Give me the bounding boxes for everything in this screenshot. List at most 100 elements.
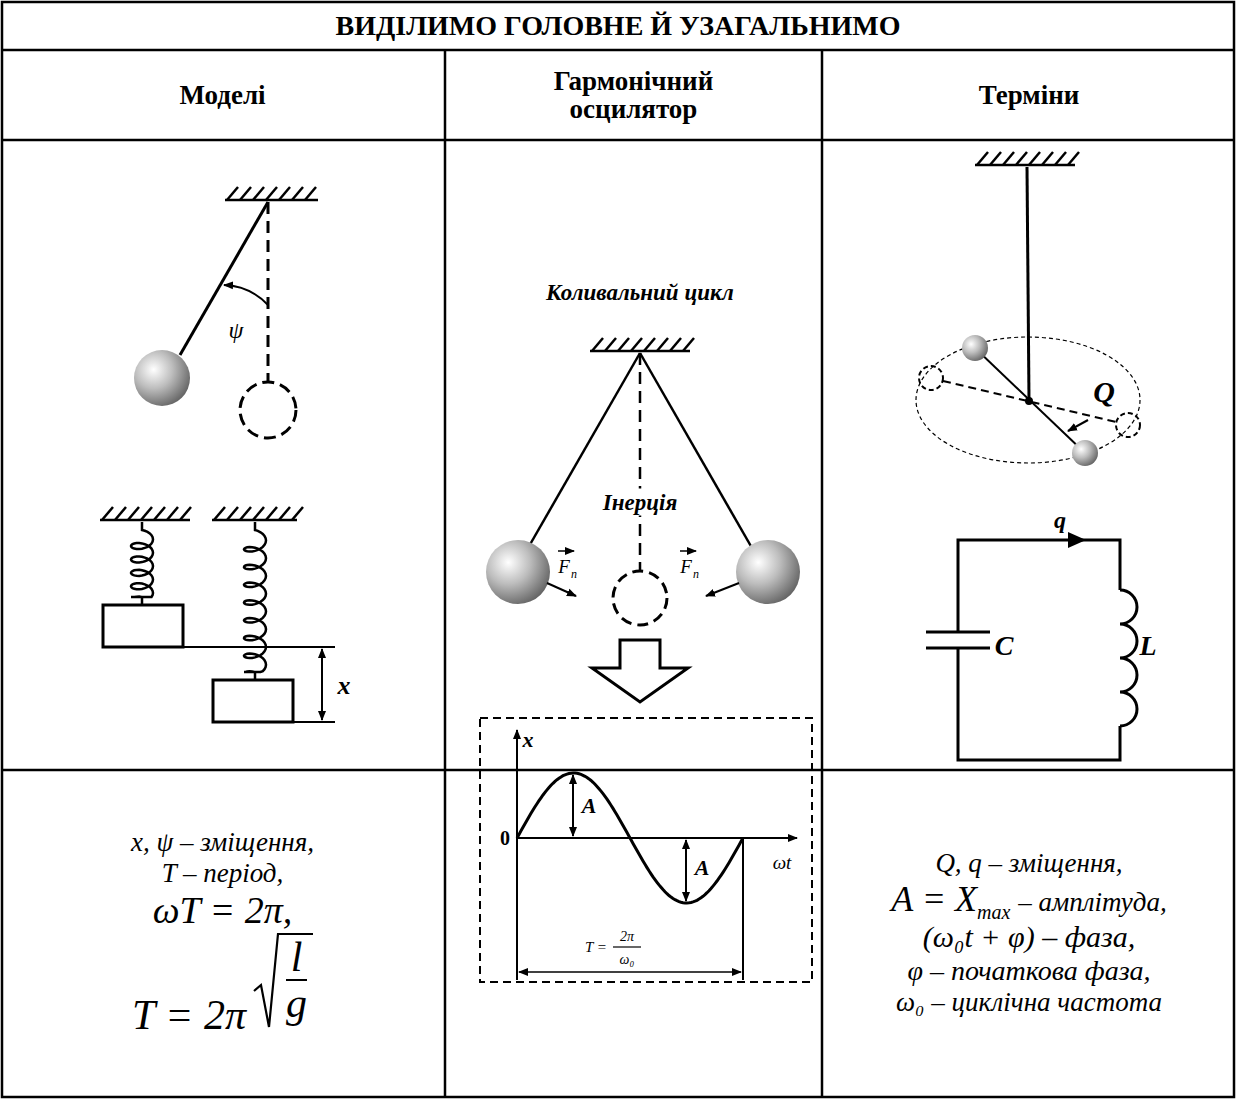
label-holder: Q <box>1093 377 1115 407</box>
drawing-label: x <box>523 727 534 752</box>
drawing-label: 0 <box>500 827 510 849</box>
sine-graph <box>480 718 812 982</box>
conical-pendulum <box>916 167 1140 466</box>
hatch-stroke <box>102 507 113 520</box>
drawing-label: ω₀ <box>620 952 635 967</box>
formula-text: A = X <box>891 879 977 920</box>
oscillation-cycle <box>486 353 800 702</box>
label-holder: x <box>523 729 534 751</box>
label-holder: T = <box>585 939 607 955</box>
hatch-stroke <box>1016 152 1027 165</box>
hatch-stroke <box>305 187 316 200</box>
hatch-stroke <box>154 507 165 520</box>
formula-line: A = Xmax– амплітуда, <box>891 879 1166 920</box>
drawing-label: ωt <box>773 852 792 873</box>
hatch-stroke <box>292 187 303 200</box>
ceiling-line <box>100 519 190 522</box>
hatch-stroke <box>592 338 603 351</box>
hatch-stroke <box>1055 152 1066 165</box>
label-holder: 2π <box>620 928 634 944</box>
hatch-stroke <box>977 152 988 165</box>
hatch-stroke <box>253 507 264 520</box>
radical-sign <box>252 933 280 1029</box>
label-holder: Інерція <box>600 491 680 514</box>
hatch-stroke <box>605 338 616 351</box>
hatch-stroke <box>180 507 191 520</box>
ceiling-hatch <box>100 507 191 520</box>
drawing-label: A <box>695 855 710 880</box>
formula-line: Q, q – зміщення, <box>935 848 1122 879</box>
denominator: g <box>286 979 307 1025</box>
drawing-label: Інерція <box>600 489 680 516</box>
drawing-label: F <box>558 556 570 577</box>
label-holder: Коливальний цикл <box>546 281 734 304</box>
hatch-stroke <box>1029 152 1040 165</box>
spring-pendulums <box>103 605 335 722</box>
formula-text: ωT = 2π, <box>153 889 292 933</box>
table-cell: Терміни <box>822 50 1236 140</box>
drawing-label: Q <box>1093 375 1115 408</box>
label-holder: п <box>571 565 577 581</box>
hatch-stroke <box>670 338 681 351</box>
table-cell: Моделі <box>0 50 445 140</box>
drawing-label: п <box>693 567 699 581</box>
formula-text: Q, q – зміщення, <box>935 848 1122 879</box>
hatch-stroke <box>644 338 655 351</box>
drawing-label: ψ <box>229 317 244 343</box>
drawing-label: F <box>680 556 692 577</box>
ceiling-hatch <box>212 507 303 520</box>
formula-text: (ω₀t + φ) – фаза, <box>923 920 1135 955</box>
hatch-stroke <box>279 507 290 520</box>
formula-line: (ω₀t + φ) – фаза, <box>923 920 1135 955</box>
hatch-stroke <box>240 187 251 200</box>
label-holder: A <box>582 795 597 817</box>
column-header: Терміни <box>979 81 1080 109</box>
drawing-label: q <box>1054 507 1066 533</box>
formula-text: φ – початкова фаза, <box>907 955 1150 987</box>
title-band: ВИДІЛИМО ГОЛОВНЕ Й УЗАГАЛЬНИМО <box>0 2 1236 50</box>
drawing-label: C <box>995 630 1014 661</box>
hatch-stroke <box>1068 152 1079 165</box>
formula-line: T = 2πlg <box>132 933 313 1039</box>
spring-coil <box>244 522 266 680</box>
hatch-stroke <box>657 338 668 351</box>
radical-stroke <box>254 934 280 1027</box>
ceiling-hatch <box>225 187 318 200</box>
math-pendulum <box>134 202 296 438</box>
formula-line: T – період, <box>162 858 284 889</box>
column-header: Моделі <box>179 81 265 109</box>
hatch-stroke <box>266 507 277 520</box>
formula-line: φ – початкова фаза, <box>907 955 1150 987</box>
hatch-stroke <box>1003 152 1014 165</box>
hatch-stroke <box>279 187 290 200</box>
label-holder: ψ <box>229 318 244 342</box>
drawing-label: A <box>582 793 597 818</box>
hatch-stroke <box>141 507 152 520</box>
lc-circuit <box>926 532 1137 760</box>
hatch-stroke <box>227 187 238 200</box>
column-header: Гармонічний осцилятор <box>499 67 769 124</box>
drawing-label: п <box>571 567 577 581</box>
table-cell: Гармонічний осцилятор <box>445 50 822 140</box>
label-holder: L <box>1139 632 1156 660</box>
label-holder: x <box>338 673 351 699</box>
label-holder: F <box>558 557 570 576</box>
hatch-stroke <box>115 507 126 520</box>
formula-text: – амплітуда, <box>1018 887 1166 918</box>
label-holder: п <box>693 565 699 581</box>
label-holder: A <box>695 857 710 879</box>
hatch-stroke <box>1042 152 1053 165</box>
hatch-stroke <box>683 338 694 351</box>
label-holder: 0 <box>500 828 510 848</box>
hatch-stroke <box>618 338 629 351</box>
formula-line: ω₀ – циклічна частота <box>896 987 1162 1018</box>
drawing-label: Коливальний цикл <box>546 280 734 305</box>
hatch-stroke <box>227 507 238 520</box>
label-holder: C <box>995 632 1014 660</box>
hatch-stroke <box>167 507 178 520</box>
label-holder: ω₀ <box>620 951 635 967</box>
label-holder: q <box>1054 508 1066 532</box>
formula-text: ω₀ – циклічна частота <box>896 987 1162 1018</box>
label-holder: ωt <box>773 853 792 872</box>
hatch-stroke <box>214 507 225 520</box>
